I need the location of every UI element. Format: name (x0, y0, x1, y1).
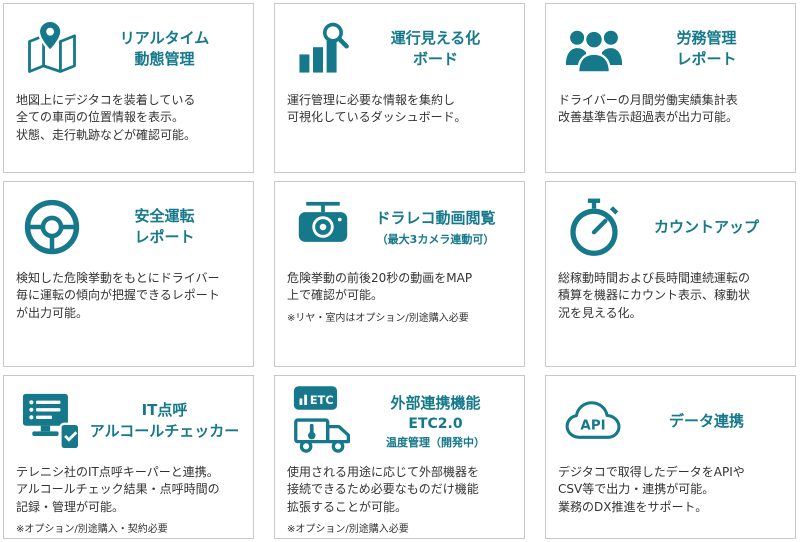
card-title: IT点呼 アルコールチェッカー (88, 400, 241, 442)
card-external-devices: ETC 外部連携機能 ETC2.0 温度管理（開発中） 使用される用途に応じて外… (274, 375, 525, 539)
card-header: カウントアップ (558, 187, 783, 267)
people-group-icon (558, 21, 630, 77)
card-description: 使用される用途に応じて外部機器を 接続できるため必要なものだけ機能 拡張すること… (287, 465, 480, 514)
api-cloud-icon: API (558, 397, 630, 445)
card-header: 労務管理 レポート (558, 9, 783, 89)
card-description: デジタコで取得したデータをAPIや CSV等で出力・連携が可能。 業務のDX推進… (558, 465, 745, 514)
card-note: ※オプション/別途購入必要 (287, 524, 409, 536)
card-realtime-tracking: リアルタイム 動態管理 地図上にデジタコを装着している 全ての車両の位置情報を表… (3, 3, 254, 173)
steering-wheel-icon (16, 198, 88, 256)
card-title: リアルタイム 動態管理 (88, 28, 241, 70)
card-title-text: リアルタイム 動態管理 (119, 29, 210, 68)
card-description: 検知した危険挙動をもとにドライバー 毎に運転の傾向が把握できるレポート が出力可… (16, 271, 220, 320)
card-header: リアルタイム 動態管理 (16, 9, 241, 89)
card-title: 労務管理 レポート (630, 28, 783, 70)
card-subtitle-sub: 温度管理（開発中） (386, 435, 485, 449)
card-title-text: カウントアップ (653, 217, 759, 236)
card-title-text: ドラレコ動画閲覧 (375, 208, 496, 227)
card-data-linkage: API データ連携 デジタコで取得したデータをAPIや CSV等で出力・連携が可… (545, 375, 796, 539)
card-labor-report: 労務管理 レポート ドライバーの月間労働実績集計表 改善基準告示超過表が出力可能… (545, 3, 796, 173)
card-title-text: 外部連携機能 (390, 393, 481, 412)
card-header: 安全運転 レポート (16, 187, 241, 267)
card-dashcam-viewer: ドラレコ動画閲覧 （最大3カメラ連動可） 危険挙動の前後20秒の動画をMAP 上… (274, 181, 525, 367)
card-header: API データ連携 (558, 381, 783, 461)
card-header: 運行見える化 ボード (287, 9, 512, 89)
card-operation-board: 運行見える化 ボード 運行管理に必要な情報を集約し 可視化しているダッシュボード… (274, 3, 525, 173)
card-description: テレニシ社のIT点呼キーパーと連携。 アルコールチェック結果・点呼時間の 記録・… (16, 465, 220, 514)
card-title: 外部連携機能 ETC2.0 温度管理（開発中） (359, 393, 512, 450)
card-title: データ連携 (630, 411, 783, 432)
card-title-text: 安全運転 レポート (134, 207, 195, 246)
card-title: 運行見える化 ボード (359, 28, 512, 70)
card-header: ドラレコ動画閲覧 （最大3カメラ連動可） (287, 187, 512, 267)
dashcam-icon (287, 200, 359, 254)
card-title-text: データ連携 (668, 411, 744, 430)
map-location-pin-icon (16, 19, 88, 79)
card-subtitle-main: ETC2.0 (408, 415, 463, 432)
card-description: 総稼動時間および長時間連続運転の 積算を機器にカウント表示、稼動状 況を見える化… (558, 271, 751, 320)
card-title-text: 労務管理 レポート (676, 29, 737, 68)
card-header: ETC 外部連携機能 ETC2.0 温度管理（開発中） (287, 381, 512, 461)
stopwatch-icon (558, 197, 630, 257)
card-note: ※オプション/別途購入・契約必要 (16, 524, 168, 536)
card-header: IT点呼 アルコールチェッカー (16, 381, 241, 461)
card-countup: カウントアップ 総稼動時間および長時間連続運転の 積算を機器にカウント表示、稼動… (545, 181, 796, 367)
chart-magnifier-icon (287, 20, 359, 78)
card-title: ドラレコ動画閲覧 （最大3カメラ連動可） (359, 208, 512, 247)
card-it-tenko-alcohol-checker: IT点呼 アルコールチェッカー テレニシ社のIT点呼キーパーと連携。 アルコール… (3, 375, 254, 539)
card-description: 運行管理に必要な情報を集約し 可視化しているダッシュボード。 (287, 93, 467, 125)
etc-badge-label: ETC (310, 394, 334, 407)
api-cloud-label: API (580, 419, 605, 434)
card-description: ドライバーの月間労働実績集計表 改善基準告示超過表が出力可能。 (558, 93, 739, 125)
card-title: 安全運転 レポート (88, 206, 241, 248)
card-title-text: IT点呼 アルコールチェッカー (89, 401, 240, 440)
card-subtitle-text: （最大3カメラ連動可） (376, 232, 495, 246)
card-description: 地図上にデジタコを装着している 全ての車両の位置情報を表示。 状態、走行軌跡など… (16, 93, 197, 142)
card-title-text: 運行見える化 ボード (390, 29, 481, 68)
card-safe-driving-report: 安全運転 レポート 検知した危険挙動をもとにドライバー 毎に運転の傾向が把握でき… (3, 181, 254, 367)
monitor-checklist-icon (16, 391, 88, 451)
etc-truck-thermometer-icon: ETC (287, 384, 359, 458)
card-title: カウントアップ (630, 217, 783, 238)
card-description: 危険挙動の前後20秒の動画をMAP 上で確認が可能。 (287, 271, 473, 303)
card-note: ※リヤ・室内はオプション/別途購入必要 (287, 312, 469, 324)
